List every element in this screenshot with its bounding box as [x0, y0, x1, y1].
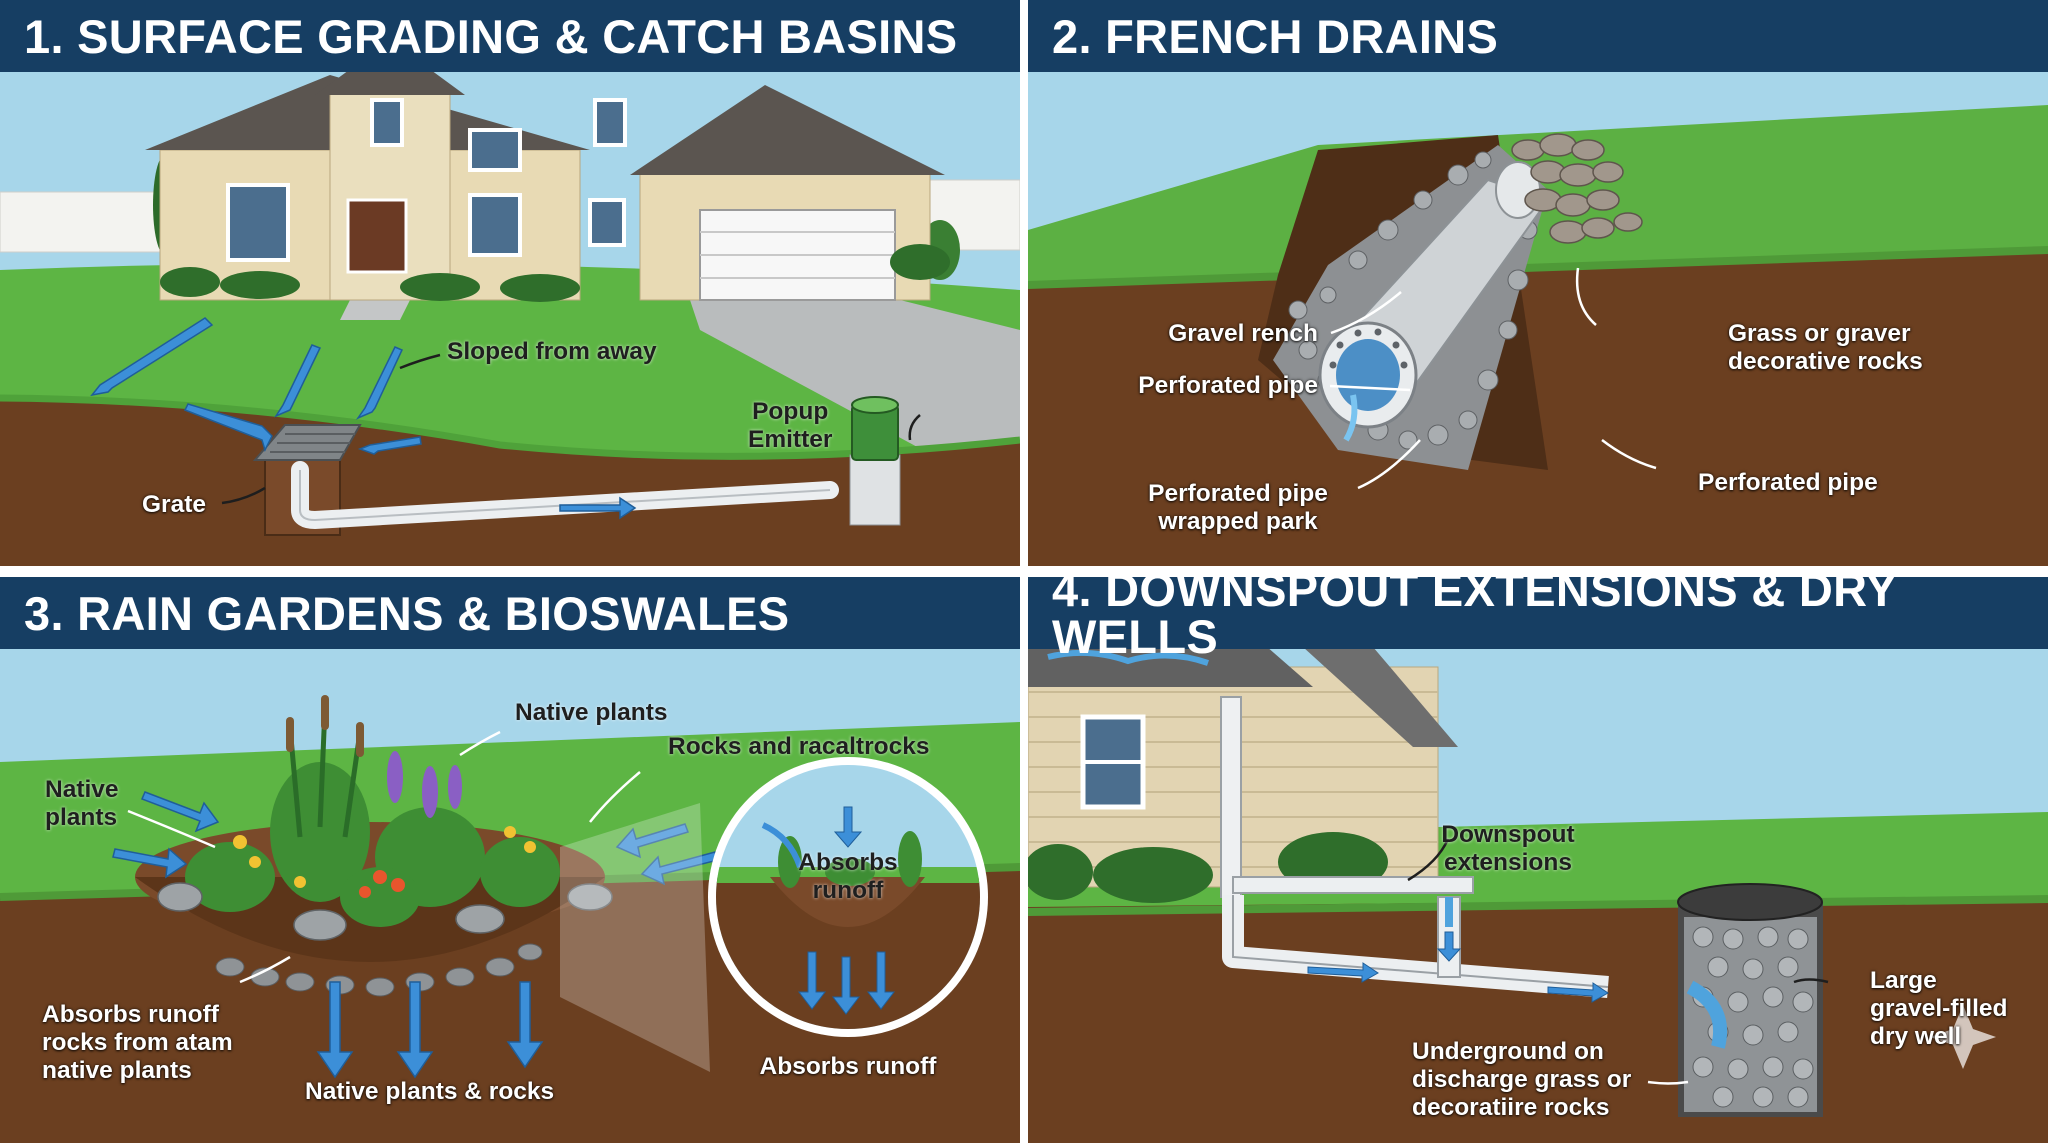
surface-grading-illustration — [0, 0, 1020, 566]
panel-title: 2. FRENCH DRAINS — [1028, 0, 2048, 72]
downspout-dry-well-illustration — [1028, 577, 2048, 1143]
label-large-gravel-dry-well: Large gravel-filled dry well — [1870, 967, 2008, 1050]
label-underground-discharge: Underground on discharge grass or decora… — [1412, 1038, 1632, 1121]
label-native-plants-rocks: Native plants & rocks — [305, 1078, 555, 1105]
label-grate: Grate — [142, 491, 207, 518]
panel-french-drains: 2. FRENCH DRAINS Gravel rench Perforated… — [1028, 0, 2048, 566]
rain-garden-illustration — [0, 577, 1020, 1143]
label-gravel-rench: Gravel rench — [1168, 320, 1318, 347]
panel-title: 1. SURFACE GRADING & CATCH BASINS — [0, 0, 1020, 72]
label-downspout-extensions: Downspout extensions — [1441, 821, 1575, 876]
label-native-plants-top: Native plants — [515, 699, 668, 726]
label-perforated-pipe-right: Perforated pipe — [1698, 469, 1878, 496]
label-perforated-pipe-left: Perforated pipe — [1138, 372, 1318, 399]
label-inset-absorbs-runoff: Absorbs runoff — [798, 849, 898, 904]
panel-rain-gardens: 3. RAIN GARDENS & BIOSWALES Native plant… — [0, 577, 1020, 1143]
label-native-plants-left: Native plants — [45, 776, 119, 831]
panel-title: 3. RAIN GARDENS & BIOSWALES — [0, 577, 1020, 649]
panel-downspout-dry-wells: 4. DOWNSPOUT EXTENSIONS & DRY WELLS Down… — [1028, 577, 2048, 1143]
label-rocks-and-racaltrocks: Rocks and racaltrocks — [668, 733, 930, 760]
label-sloped-from-away: Sloped from away — [447, 338, 657, 365]
label-inset-absorbs-runoff-bottom: Absorbs runoff — [759, 1053, 937, 1080]
label-popup-emitter: Popup Emitter — [748, 398, 833, 453]
french-drain-illustration — [1028, 0, 2048, 566]
label-grass-or-graver: Grass or graver decorative rocks — [1728, 320, 1923, 375]
panel-title: 4. DOWNSPOUT EXTENSIONS & DRY WELLS — [1028, 577, 2048, 660]
panel-surface-grading: 1. SURFACE GRADING & CATCH BASINS Sloped… — [0, 0, 1020, 566]
label-perforated-pipe-wrapped: Perforated pipe wrapped park — [1148, 480, 1328, 535]
label-absorbs-runoff-left: Absorbs runoff rocks from atam native pl… — [42, 1001, 233, 1084]
